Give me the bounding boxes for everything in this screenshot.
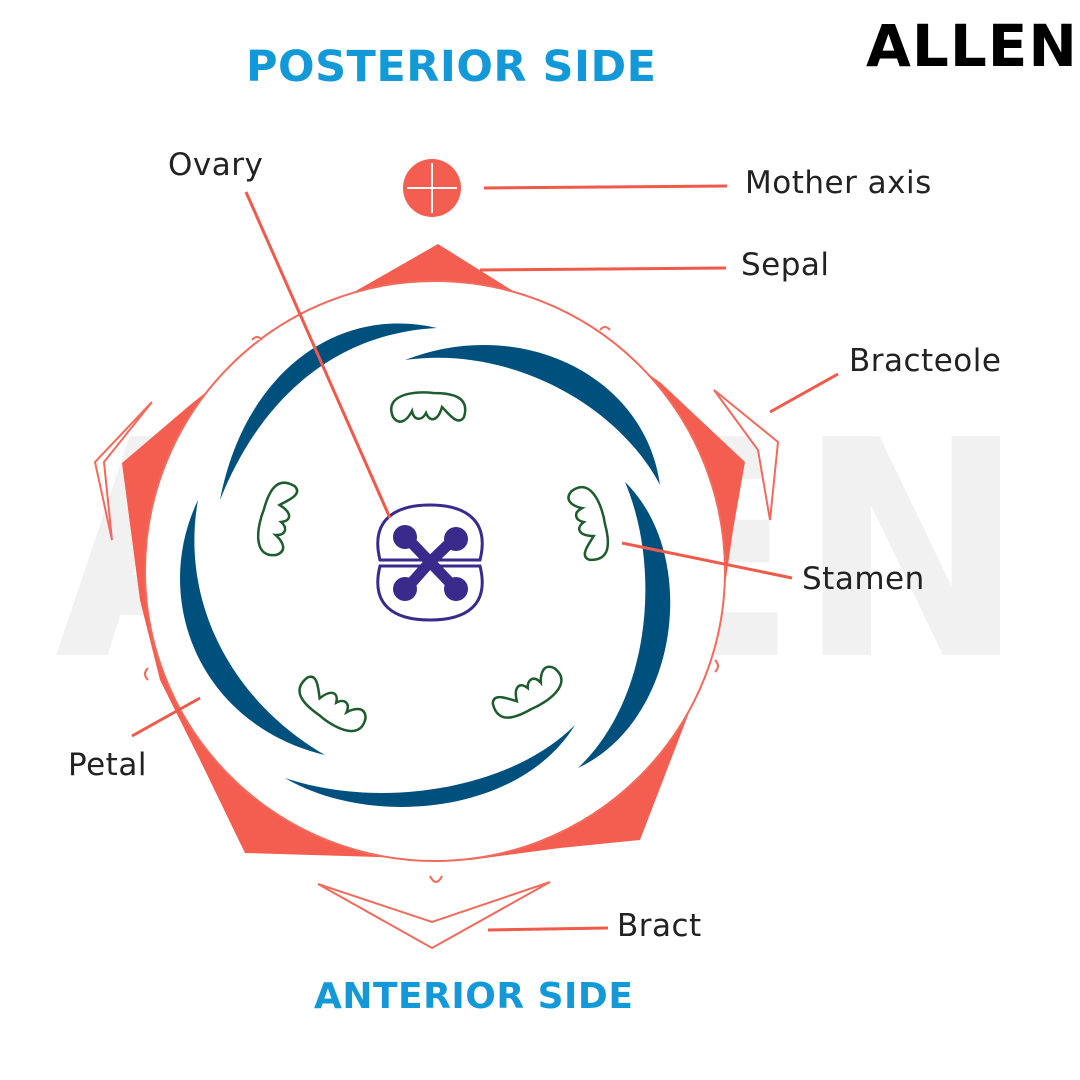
mother-axis-label: Mother axis [745,165,932,201]
ovary-leader [244,191,392,519]
petal-leader [131,696,201,738]
leader-lines [131,184,839,932]
ovary [376,503,484,622]
stamen-left [256,481,299,557]
bracteole-left [93,401,153,541]
outline-notches [144,326,719,883]
petal-bottom [285,725,575,807]
petal-label: Petal [68,747,147,783]
bracteole-label: Bracteole [849,343,1002,379]
stamen-leader [621,541,793,580]
anterior-side-heading: ANTERIOR SIDE [314,976,634,1017]
stamen-top [390,391,467,423]
allen-logo: ALLEN [866,12,1078,80]
sepal-label: Sepal [741,247,830,283]
mother-axis-symbol [403,159,461,217]
bracteole-leader [769,372,839,414]
ovules [393,525,468,601]
mother-axis-leader [483,184,728,190]
bract [317,881,551,950]
petal-top-left [220,323,437,500]
bracteole-right [713,389,780,521]
petals [180,323,671,807]
petal-right [578,482,671,768]
ovary-upper-lobe [376,503,484,562]
petal-top-right [405,344,660,485]
sepal-leader [479,266,727,272]
stamen-bottom-left [298,675,367,733]
stamens [256,391,610,733]
stamen-label: Stamen [802,561,925,597]
posterior-side-heading: POSTERIOR SIDE [246,42,657,92]
petal-left [180,500,325,755]
bract-leader [487,926,609,932]
stamen-right [567,486,610,562]
bract-label: Bract [617,908,702,944]
ovary-label: Ovary [168,147,264,183]
stamen-bottom-right [491,665,563,719]
